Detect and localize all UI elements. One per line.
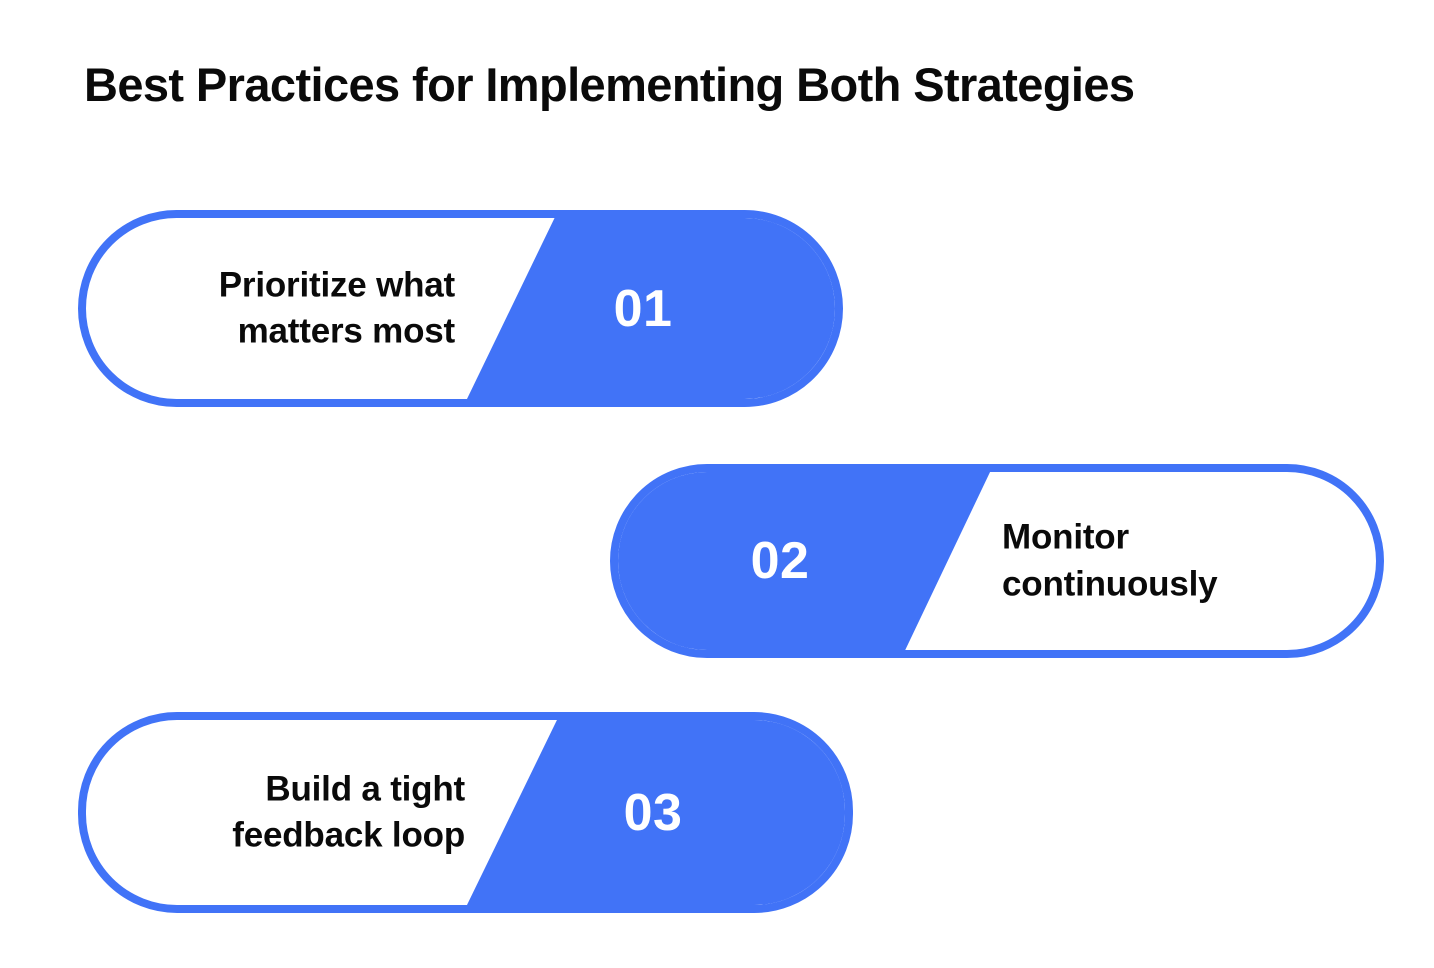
- step-01-label: Prioritize what matters most: [135, 262, 455, 355]
- step-03-label: Build a tight feedback loop: [145, 766, 465, 859]
- step-02-label-line2: continuously: [1002, 564, 1218, 603]
- step-02-label: Monitor continuously: [1002, 514, 1342, 607]
- step-card-03: Build a tight feedback loop 03: [78, 712, 853, 913]
- page-title: Best Practices for Implementing Both Str…: [84, 58, 1135, 112]
- step-02-number: 02: [750, 532, 810, 590]
- step-01-label-line1: Prioritize what: [218, 264, 455, 304]
- step-03-label-line2: feedback loop: [232, 815, 465, 855]
- step-card-02: Monitor continuously 02: [610, 464, 1384, 658]
- step-01-number: 01: [613, 279, 673, 338]
- step-card-01: Prioritize what matters most 01: [78, 210, 843, 407]
- step-01-label-line2: matters most: [237, 311, 456, 351]
- step-02-label-line1: Monitor: [1002, 517, 1129, 557]
- step-03-number: 03: [623, 783, 683, 842]
- step-03-label-line1: Build a tight: [265, 768, 465, 808]
